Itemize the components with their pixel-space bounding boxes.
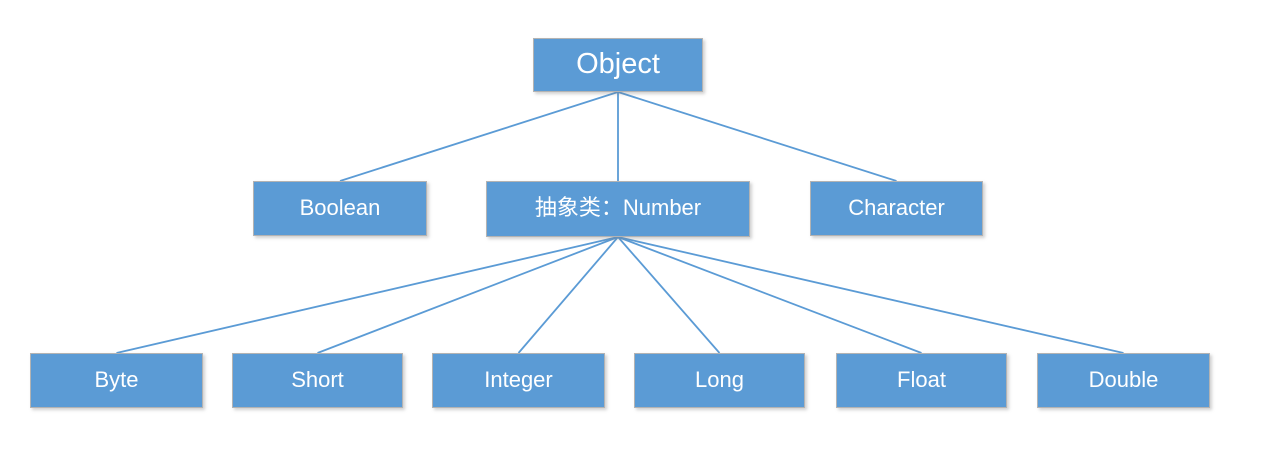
node-byte: Byte [30, 353, 203, 408]
node-integer: Integer [432, 353, 605, 408]
node-object: Object [533, 38, 703, 92]
node-label: Short [291, 366, 344, 392]
node-label: Boolean [299, 194, 381, 220]
node-label: Byte [94, 366, 139, 392]
node-label: Object [576, 47, 660, 80]
node-label: Integer [484, 366, 553, 392]
edge-number-short [317, 236, 619, 354]
node-number: 抽象类：Number [486, 181, 750, 237]
node-long: Long [634, 353, 805, 408]
node-label: Character [848, 194, 945, 220]
edge-number-long [617, 236, 721, 354]
node-double: Double [1037, 353, 1210, 408]
node-character: Character [810, 181, 983, 236]
node-short: Short [232, 353, 403, 408]
edge-number-integer [517, 236, 619, 354]
edge-number-float [617, 236, 922, 354]
edge-number-double [617, 236, 1124, 354]
edge-number-byte [116, 236, 619, 354]
node-boolean: Boolean [253, 181, 427, 236]
node-label: Double [1088, 366, 1159, 392]
node-label: 抽象类：Number [534, 195, 702, 220]
node-label: Long [695, 366, 744, 392]
node-label: Float [897, 366, 946, 392]
edge-object-boolean [339, 91, 619, 182]
edge-object-character [617, 91, 897, 182]
node-float: Float [836, 353, 1007, 408]
